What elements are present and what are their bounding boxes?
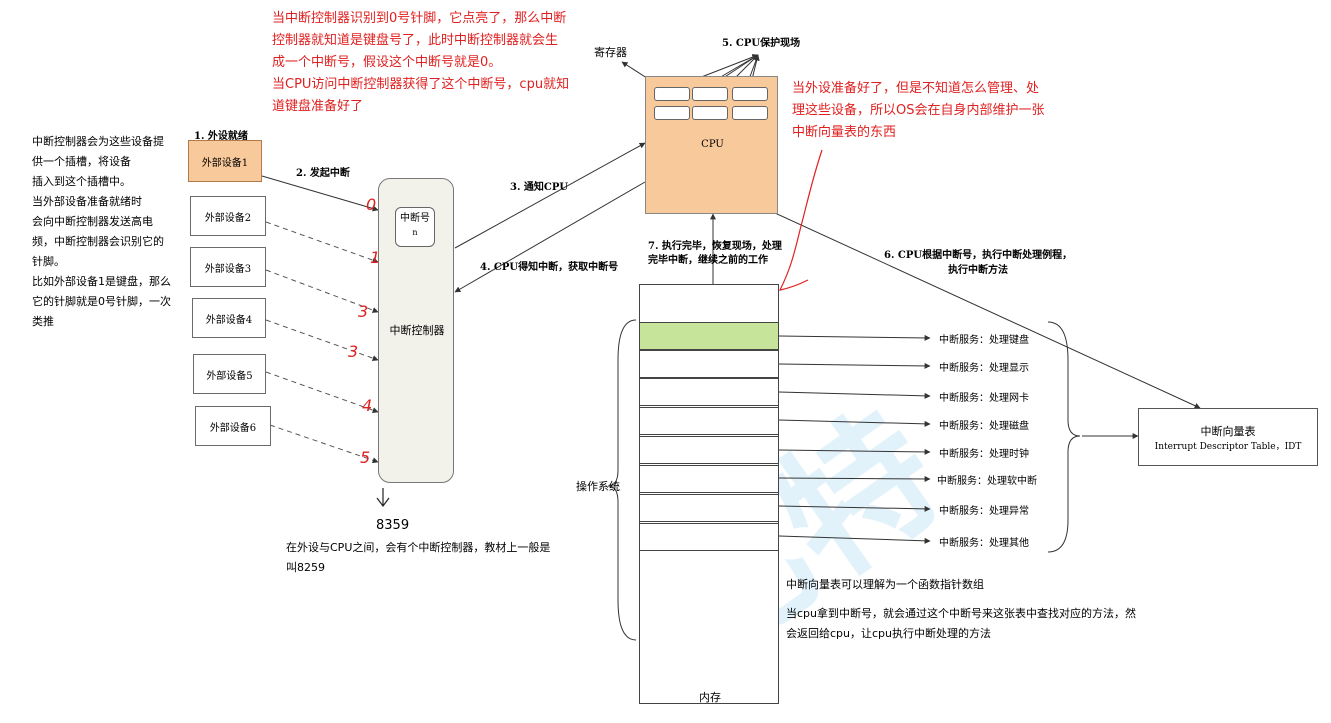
idt-slot[interactable]: [640, 465, 779, 493]
device-2[interactable]: 外部设备2: [190, 196, 266, 236]
os-label: 操作系统: [576, 480, 620, 493]
step-4-label: 4. CPU得知中断，获取中断号: [480, 262, 619, 273]
interrupt-controller[interactable]: 中断号 n 中断控制器: [378, 178, 454, 483]
cpu-box[interactable]: CPU: [645, 76, 778, 214]
service-disk: 中断服务：处理磁盘: [939, 421, 1029, 432]
device-1[interactable]: 外部设备1: [188, 140, 262, 182]
service-network: 中断服务：处理网卡: [939, 393, 1029, 404]
step-1-label: 1. 外设就绪: [194, 131, 248, 142]
service-clock: 中断服务：处理时钟: [939, 449, 1029, 460]
service-other: 中断服务：处理其他: [939, 538, 1029, 549]
step-6-label: 6. CPU根据中断号，执行中断处理例程， 执行中断方法: [884, 250, 1073, 276]
idt-slot[interactable]: [640, 350, 779, 378]
pin-mark: 5: [360, 448, 371, 467]
idt-slot-keyboard[interactable]: [640, 322, 779, 350]
arrow-device1-controller: [261, 175, 379, 212]
dashed-device3: [265, 269, 379, 313]
arrow-cpu-idt: [737, 195, 1201, 409]
pin-mark: 3: [358, 302, 369, 321]
step-2-label: 2. 发起中断: [296, 168, 350, 179]
idt-slot[interactable]: [640, 436, 779, 464]
controller-note: 在外设与CPU之间，会有个中断控制器，教材上一般是 叫8259: [286, 541, 551, 574]
device-3[interactable]: 外部设备3: [190, 247, 266, 287]
memory-label: 内存: [699, 691, 721, 704]
idt-title: 中断向量表: [1200, 425, 1256, 438]
arrow-cpu-controller: [454, 181, 646, 293]
pin-mark: 4: [362, 396, 373, 415]
pin-mark: 1: [370, 248, 381, 267]
bottom-note: 中断向量表可以理解为一个函数指针数组 当cpu拿到中断号，就会通过这个中断号来这…: [786, 578, 1136, 640]
pin-mark: 3: [348, 342, 359, 361]
service-keyboard: 中断服务：处理键盘: [939, 335, 1029, 346]
step-3-label: 3. 通知CPU: [510, 182, 569, 193]
service-display: 中断服务：处理显示: [939, 363, 1029, 374]
pin-mark: 0: [366, 195, 377, 214]
step-7-label: 7. 执行完毕，恢复现场，处理 完毕中断，继续之前的工作: [648, 241, 782, 266]
register: [732, 87, 768, 101]
device-6[interactable]: 外部设备6: [195, 406, 271, 446]
dashed-device4: [265, 319, 379, 362]
interrupt-number-box: 中断号 n: [395, 207, 435, 247]
idt-slot[interactable]: [640, 407, 779, 435]
register: [692, 106, 728, 120]
idt-slot[interactable]: [640, 523, 779, 551]
interrupt-controller-label: 中断控制器: [389, 324, 445, 337]
red-note-right: 当外设准备好了，但是不知道怎么管理、处 理这些设备，所以OS会在自身内部维护一张…: [792, 81, 1045, 140]
register: [654, 87, 690, 101]
step-5-label: 5. CPU保护现场: [722, 38, 801, 49]
dashed-device5: [265, 371, 379, 414]
device-5[interactable]: 外部设备5: [193, 354, 266, 394]
device-4[interactable]: 外部设备4: [192, 298, 266, 338]
register: [692, 87, 728, 101]
idt-slot[interactable]: [640, 494, 779, 522]
red-scribble: [778, 149, 823, 291]
register: [732, 106, 768, 120]
dashed-device6: [269, 424, 379, 464]
memory-box[interactable]: 内存: [639, 284, 779, 704]
dashed-device2: [265, 221, 379, 264]
idt-slot[interactable]: [640, 378, 779, 406]
controller-handwritten-label: 8359: [376, 518, 410, 533]
register-label: 寄存器: [594, 46, 627, 59]
service-exception: 中断服务：处理异常: [939, 506, 1029, 517]
cpu-label: CPU: [701, 139, 724, 150]
register: [654, 106, 690, 120]
idt-subtitle: Interrupt Descriptor Table，IDT: [1154, 442, 1302, 452]
service-soft-interrupt: 中断服务：处理软中断: [937, 476, 1037, 487]
idt-box[interactable]: 中断向量表 Interrupt Descriptor Table，IDT: [1138, 408, 1318, 466]
left-note: 中断控制器会为这些设备提 供一个插槽，将设备 插入到这个插槽中。 当外部设备准备…: [32, 135, 171, 328]
red-note-top: 当中断控制器识别到0号针脚，它点亮了，那么中断 控制器就知道是键盘号了，此时中断…: [272, 11, 570, 114]
arrow-controller-cpu: [454, 142, 646, 249]
